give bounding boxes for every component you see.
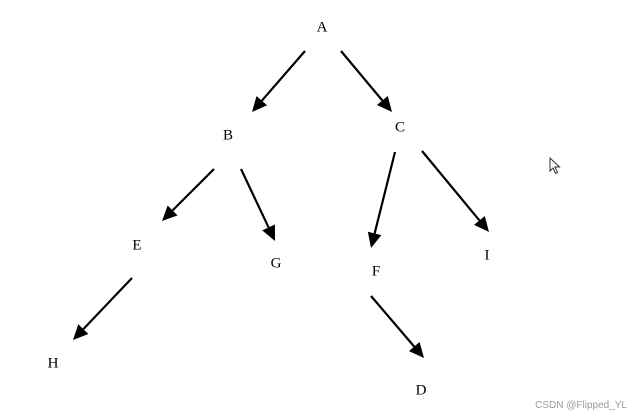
edge-b-e <box>162 168 215 221</box>
mouse-pointer-icon <box>549 157 561 175</box>
edge-b-g <box>240 168 275 241</box>
node-a: A <box>317 19 328 35</box>
edge-line <box>370 295 416 348</box>
edges-layer <box>73 50 489 358</box>
arrowhead-icon <box>162 205 178 221</box>
edge-c-i <box>421 150 489 232</box>
edge-line <box>373 151 397 234</box>
arrowhead-icon <box>474 215 489 232</box>
edge-a-b <box>252 50 306 112</box>
node-f: F <box>372 263 380 279</box>
arrowhead-icon <box>73 324 89 340</box>
node-e: E <box>132 237 141 253</box>
edge-line <box>421 150 481 222</box>
nodes-layer: A B C E G F I H D <box>48 19 490 398</box>
edge-line <box>82 277 133 330</box>
node-i: I <box>485 247 490 263</box>
arrowhead-icon <box>377 96 392 112</box>
node-b: B <box>223 127 233 143</box>
watermark: CSDN @Flipped_YL <box>535 400 627 411</box>
edge-c-f <box>367 151 397 248</box>
arrowhead-icon <box>408 342 424 358</box>
node-h: H <box>48 355 59 371</box>
arrowhead-icon <box>367 231 382 248</box>
arrowhead-icon <box>262 224 275 241</box>
edge-e-h <box>73 277 133 340</box>
arrowhead-icon <box>252 96 268 112</box>
edge-line <box>261 50 306 102</box>
node-d: D <box>416 382 427 398</box>
edge-a-c <box>340 50 392 112</box>
node-c: C <box>395 119 405 135</box>
edge-f-d <box>370 295 424 358</box>
edge-line <box>340 50 384 102</box>
node-g: G <box>271 255 282 271</box>
edge-line <box>171 168 215 212</box>
edge-line <box>240 168 270 228</box>
